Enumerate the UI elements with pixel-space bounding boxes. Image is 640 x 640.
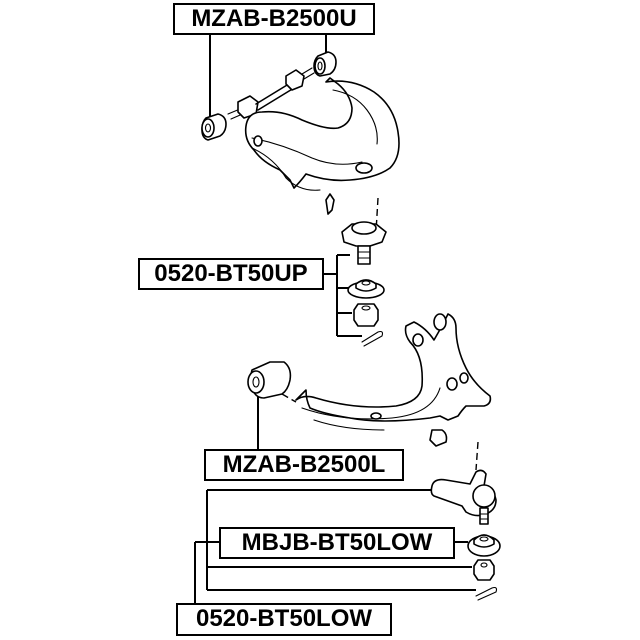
lower-bushing-icon bbox=[247, 361, 297, 403]
lower-castle-nut-icon bbox=[473, 559, 495, 581]
upper-cotter-pin-icon bbox=[361, 330, 384, 347]
lower-ball-joint-icon bbox=[430, 441, 497, 525]
upper-bushing-rear-icon bbox=[313, 51, 337, 77]
upper-control-arm-icon bbox=[244, 77, 400, 215]
upper-ball-joint-washer-icon bbox=[347, 279, 385, 299]
lower-ball-joint-boot-icon bbox=[467, 534, 501, 557]
label-upper-ball-joint-kit[interactable]: 0520-BT50UP bbox=[138, 258, 324, 290]
upper-castle-nut-icon bbox=[353, 303, 379, 327]
label-upper-arm-bushing[interactable]: MZAB-B2500U bbox=[173, 3, 375, 35]
label-lower-ball-joint-kit[interactable]: 0520-BT50LOW bbox=[176, 603, 392, 636]
leader-lines bbox=[194, 34, 476, 603]
upper-ball-joint-icon bbox=[341, 197, 387, 265]
lower-control-arm-icon bbox=[295, 313, 492, 447]
label-lower-arm-bushing[interactable]: MZAB-B2500L bbox=[204, 449, 404, 481]
lower-cotter-pin-icon bbox=[475, 586, 498, 601]
upper-bushing-front-icon bbox=[201, 113, 227, 141]
label-lower-ball-joint-boot[interactable]: MBJB-BT50LOW bbox=[219, 527, 455, 559]
upper-arm-shaft-icon bbox=[227, 67, 315, 120]
